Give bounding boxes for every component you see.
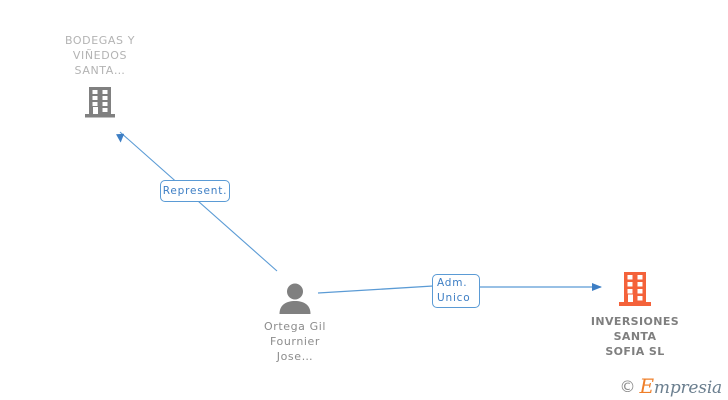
building-icon [85, 87, 115, 118]
node-label-inversiones: INVERSIONES SANTA SOFIA SL [590, 315, 680, 358]
node-label-bodegas: BODEGAS Y VIÑEDOS SANTA… [64, 34, 136, 77]
brand-wordmark: Empresia [640, 374, 723, 398]
node-person-ortega[interactable]: Ortega Gil Fournier Jose… [225, 282, 365, 364]
person-icon [279, 283, 311, 314]
copyright-icon: © [619, 376, 636, 396]
building-icon [619, 272, 651, 306]
node-company-inversiones[interactable]: INVERSIONES SANTA SOFIA SL [560, 270, 710, 359]
brand-initial: E [639, 374, 655, 398]
node-company-bodegas[interactable]: BODEGAS Y VIÑEDOS SANTA… [30, 33, 170, 119]
node-label-ortega: Ortega Gil Fournier Jose… [263, 320, 327, 363]
edge-label-represent[interactable]: Represent. [160, 180, 230, 202]
watermark-empresia: © Empresia [620, 374, 723, 398]
edge-label-adm-unico[interactable]: Adm. Unico [432, 274, 480, 308]
brand-rest: mpresia [653, 378, 722, 398]
